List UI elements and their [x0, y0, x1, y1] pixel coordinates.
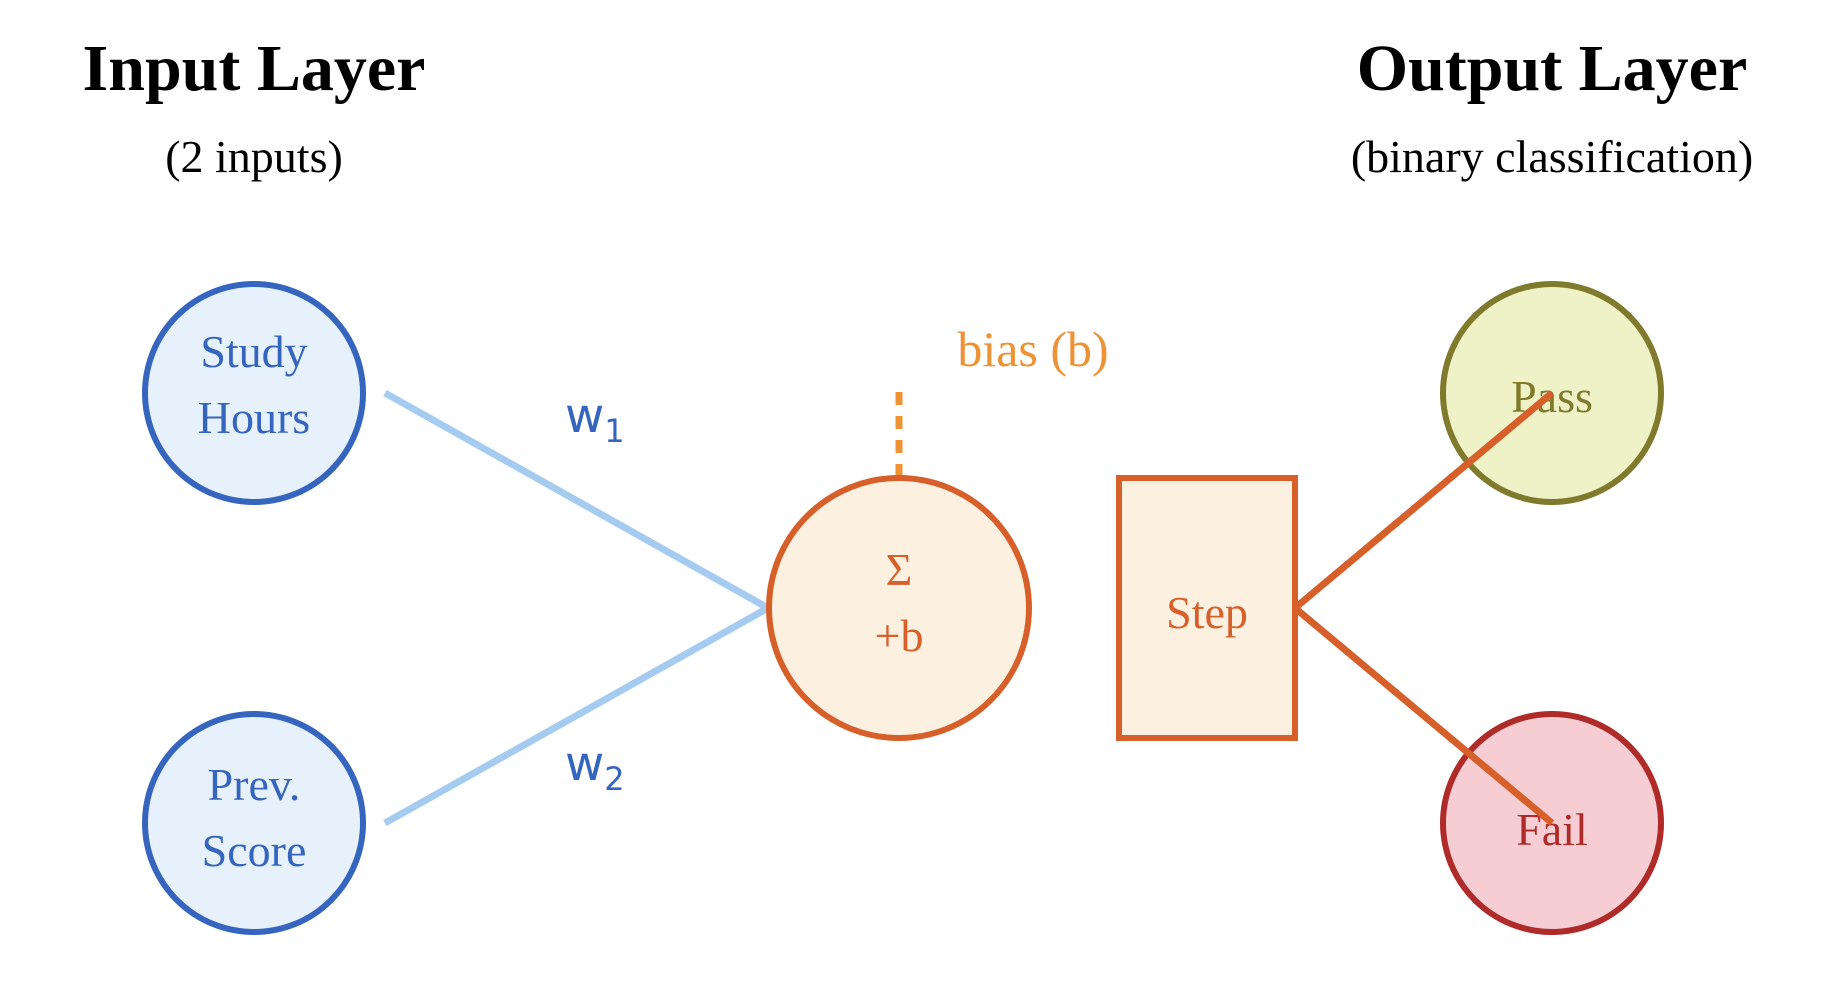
edge-step-to-pass — [1292, 390, 1555, 611]
output-node-fail-label: Fail — [1516, 804, 1588, 855]
input-node-prev-score-line2: Score — [202, 825, 307, 876]
input-node-prev-score: Prev. Score — [142, 711, 366, 935]
weight-w1-base: w — [565, 388, 604, 444]
weight-w2-base: w — [565, 736, 604, 792]
input-node-prev-score-circle — [142, 711, 366, 935]
input-node-study-hours-circle — [142, 281, 366, 505]
edge-study-hours-to-neuron — [383, 389, 770, 612]
input-node-prev-score-line1: Prev. — [208, 759, 301, 810]
summation-symbol: Σ — [886, 544, 913, 595]
summation-neuron-circle — [766, 475, 1032, 741]
input-node-study-hours-line1: Study — [200, 326, 307, 377]
bias-label: bias (b) — [957, 321, 1108, 377]
output-layer-subtitle: (binary classification) — [1351, 131, 1753, 182]
step-activation-box: Step — [1116, 475, 1298, 741]
summation-neuron: Σ +b — [766, 475, 1032, 741]
input-layer-title: Input Layer — [83, 32, 426, 105]
step-activation-label: Step — [1166, 587, 1248, 638]
bias-term: +b — [875, 610, 924, 661]
edge-prev-score-to-neuron — [383, 604, 770, 827]
weight-w1-subscript: 1 — [604, 412, 624, 450]
weight-w2-subscript: 2 — [604, 760, 624, 798]
input-node-study-hours-line2: Hours — [198, 392, 310, 443]
weight-label-w1: w1 — [565, 388, 625, 450]
input-layer-subtitle: (2 inputs) — [165, 131, 343, 182]
input-node-study-hours: Study Hours — [142, 281, 366, 505]
edge-step-to-fail — [1292, 605, 1555, 826]
weight-label-w2: w2 — [565, 736, 625, 798]
output-layer-title: Output Layer — [1357, 32, 1748, 105]
